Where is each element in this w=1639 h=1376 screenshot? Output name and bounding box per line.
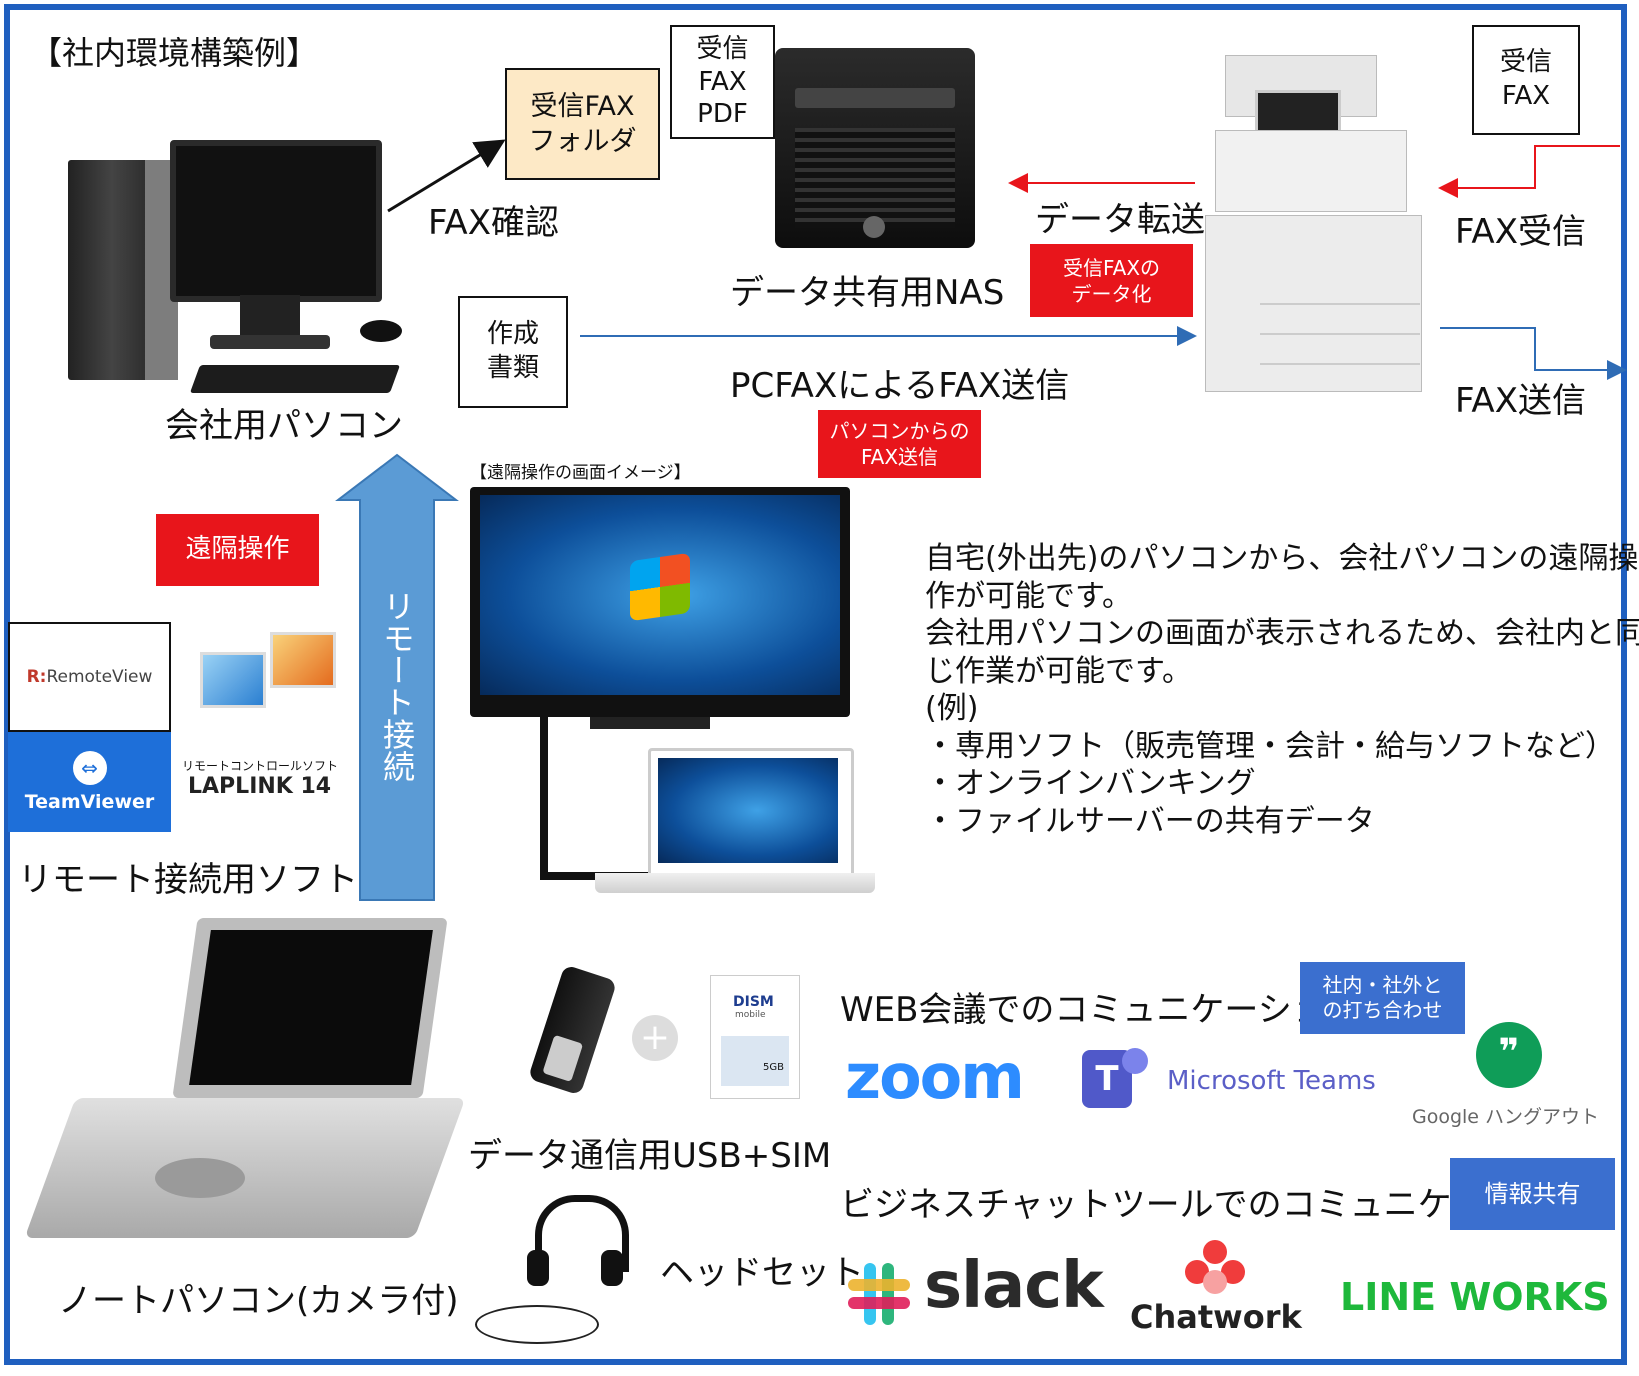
remote-operation-badge: 遠隔操作 (156, 514, 319, 586)
usb-sim-label: データ通信用USB+SIM (468, 1136, 832, 1176)
description-line4: じ作業が可能です。 (925, 653, 1192, 689)
digitize-badge: 受信FAXの データ化 (1030, 244, 1193, 317)
nas-doc-line1: 受信 (696, 34, 749, 65)
info-sharing-badge: 情報共有 (1450, 1158, 1615, 1230)
pc-fax-line1: パソコンからの (829, 419, 970, 443)
pc-fax-badge: パソコンからの FAX送信 (818, 410, 981, 478)
laplink-logo: リモートコントロールソフト LAPLINK 14 (180, 632, 345, 832)
created-docs-line1: 作成 (486, 319, 539, 350)
fax-receive-arrow (1438, 145, 1620, 198)
remoteview-mark-icon: R: (26, 667, 47, 687)
web-meeting-label: WEB会議でのコミュニケーション (840, 990, 1360, 1030)
created-documents: 作成 書類 (458, 296, 568, 408)
folder-line1: 受信FAX (530, 90, 635, 122)
multifunction-printer-image (1205, 55, 1440, 400)
page-title: 【社内環境構築例】 (30, 34, 319, 72)
diagram-frame (4, 4, 1627, 1365)
teamviewer-name: TeamViewer (24, 791, 155, 813)
office-pc-label: 会社用パソコン (165, 406, 403, 446)
digitize-line2: データ化 (1071, 281, 1152, 306)
nas-doc-line3: PDF (697, 99, 748, 130)
sim-card-image: DISM mobile 5GB (710, 975, 800, 1099)
meeting-badge-line1: 社内・社外と (1322, 973, 1443, 997)
slack-name: slack (924, 1249, 1104, 1323)
remote-description: 自宅(外出先)のパソコンから、会社パソコンの遠隔操 作が可能です。 会社用パソコ… (925, 540, 1639, 840)
description-line6: ・専用ソフト（販売管理・会計・給与ソフトなど） (925, 728, 1615, 764)
pcfax-label: PCFAXによるFAX送信 (730, 366, 1070, 406)
fax-receive-label: FAX受信 (1455, 212, 1586, 252)
remote-desktop-monitor-image (470, 487, 850, 717)
desktop-pc-image (60, 140, 402, 410)
remoteview-name: RemoteView (46, 667, 153, 687)
sim-data: 5GB (763, 1062, 784, 1073)
headset-label: ヘッドセット (660, 1253, 864, 1293)
chatwork-name: Chatwork (1130, 1298, 1302, 1336)
plus-symbol: + (639, 1017, 671, 1058)
description-line1: 自宅(外出先)のパソコンから、会社パソコンの遠隔操 (925, 541, 1639, 576)
fax-check-arrow (387, 139, 506, 213)
pc-fax-line2: FAX送信 (860, 445, 939, 469)
fax-send-arrow (1440, 327, 1627, 380)
folder-line2: フォルダ (528, 126, 637, 157)
digitize-line1: 受信FAXの (1062, 255, 1161, 280)
nas-fax-pdf-document: 受信 FAX PDF (670, 25, 775, 139)
mfp-doc-line2: FAX (1501, 81, 1551, 111)
laplink-subtitle: リモートコントロールソフト (182, 759, 339, 773)
created-docs-line2: 書類 (486, 353, 539, 383)
notebook-image (24, 918, 466, 1248)
description-line7: ・オンラインバンキング (925, 766, 1256, 801)
nas-device-image (775, 48, 975, 248)
remoteview-logo: R: RemoteView (8, 622, 171, 732)
received-fax-folder: 受信FAX フォルダ (505, 68, 660, 180)
hangouts-name: Google ハングアウト (1412, 1106, 1600, 1128)
lineworks-logo: LINE WORKS (1340, 1275, 1610, 1319)
hangouts-icon: ❞ (1476, 1022, 1542, 1088)
zoom-logo: zoom (845, 1040, 1025, 1113)
monitor-stand (590, 717, 710, 729)
laplink-screens-icon (200, 652, 266, 708)
notebook-label: ノートパソコン(カメラ付) (58, 1281, 459, 1321)
nas-doc-line2: FAX (698, 66, 747, 97)
teamviewer-logo: ⇔ TeamViewer (8, 732, 171, 832)
monitor-cable (540, 712, 648, 880)
nas-label: データ共有用NAS (730, 273, 1005, 313)
chatwork-logo: Chatwork (1130, 1240, 1305, 1340)
slack-icon (848, 1263, 910, 1325)
mfp-doc-line1: 受信 (1499, 47, 1552, 78)
meeting-badge-line2: の打ち合わせ (1322, 998, 1443, 1022)
plus-icon: + (632, 1015, 678, 1061)
mfp-fax-document: 受信 FAX (1472, 25, 1580, 135)
slack-logo: slack (848, 1249, 1108, 1335)
chatwork-icon (1185, 1240, 1245, 1295)
data-transfer-label: データ転送 (1035, 200, 1205, 240)
remote-connection-arrow (335, 453, 459, 901)
teams-name: Microsoft Teams (1167, 1066, 1376, 1096)
teams-logo: T Microsoft Teams (1082, 1048, 1412, 1118)
remote-connection-label: リモート接続 (378, 590, 416, 782)
screen-image-caption: 【遠隔操作の画面イメージ】 (470, 463, 691, 483)
description-line8: ・ファイルサーバーの共有データ (925, 803, 1375, 839)
teamviewer-icon: ⇔ (72, 751, 107, 785)
remote-software-label: リモート接続用ソフト (18, 860, 358, 900)
laplink-name: LAPLINK 14 (188, 774, 332, 799)
description-line5: (例) (925, 691, 979, 726)
sim-brand: DISM (733, 994, 774, 1010)
meeting-badge: 社内・社外と の打ち合わせ (1300, 962, 1465, 1034)
fax-check-label: FAX確認 (428, 203, 559, 243)
remote-laptop-image (595, 748, 875, 898)
headset-image (465, 1195, 635, 1345)
description-line3: 会社用パソコンの画面が表示されるため、会社内と同 (925, 616, 1639, 651)
hangouts-logo: ❞ Google ハングアウト (1408, 1022, 1608, 1132)
description-line2: 作が可能です。 (925, 578, 1132, 614)
sim-sub: mobile (735, 1010, 766, 1020)
fax-send-label: FAX送信 (1455, 381, 1586, 421)
